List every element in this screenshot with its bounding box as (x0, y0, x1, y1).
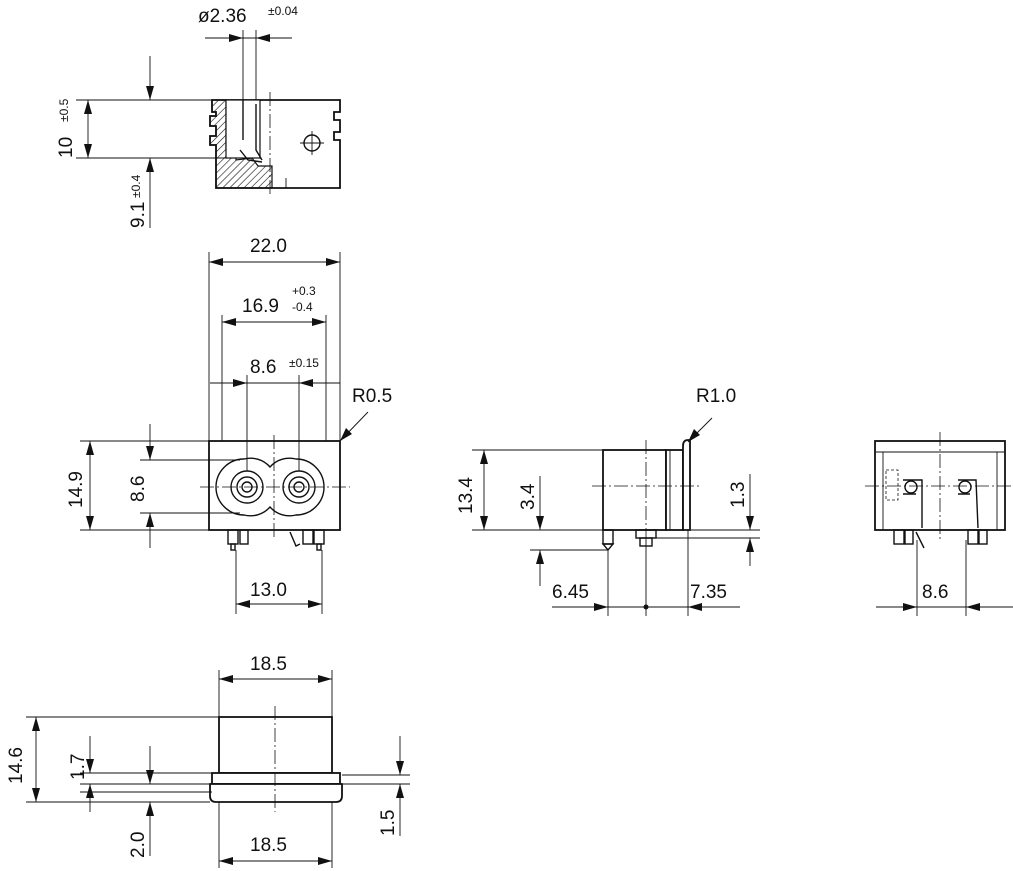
height-149-label: 14.9 (66, 471, 87, 508)
bottom-146-label: 14.6 (6, 747, 27, 784)
width-86-tolerance: ±0.15 (289, 356, 319, 370)
pin-height-value: 9.1 (128, 202, 149, 228)
side-735-label: 7.35 (690, 582, 727, 603)
width-86-value: 8.6 (250, 357, 276, 378)
top-height-value: 10 (56, 137, 77, 158)
radius-10-label: R1.0 (696, 386, 736, 407)
side-view: R1.0 13.4 3.4 1.3 6.45 7.35 (456, 386, 760, 616)
height-86-label: 8.6 (128, 476, 149, 502)
height-13-label: 1.3 (728, 482, 749, 508)
front-view: 22.0 16.9 +0.3 -0.4 8.6 ±0.15 R0.5 14.9 (66, 236, 392, 614)
height-134-label: 13.4 (456, 477, 477, 514)
width-16-tol-minus: -0.4 (292, 300, 313, 314)
pin-height-tolerance: ±0.4 (129, 174, 143, 198)
top-height-tolerance: ±0.5 (57, 98, 71, 122)
diameter-value: ø2.36 (198, 6, 247, 27)
width-16-tol-plus: +0.3 (292, 284, 316, 298)
bottom-185-top-label: 18.5 (250, 654, 287, 675)
side-645-label: 6.45 (552, 582, 589, 603)
width-22-label: 22.0 (250, 236, 287, 257)
top-section-view: ø2.36 ±0.04 10 ±0.5 9.1 ±0.4 (56, 4, 341, 228)
radius-05-label: R0.5 (352, 386, 392, 407)
bottom-15-label: 1.5 (378, 810, 399, 836)
bottom-17-label: 1.7 (68, 754, 89, 780)
rear-view: 8.6 (865, 432, 1013, 616)
rear-86-label: 8.6 (922, 582, 948, 603)
bottom-view: 18.5 14.6 1.7 2.0 1.5 (6, 654, 410, 868)
pin-spacing-label: 13.0 (250, 580, 287, 601)
height-34-label: 3.4 (518, 483, 539, 510)
width-16-value: 16.9 (242, 296, 279, 317)
diameter-tolerance: ±0.04 (268, 4, 298, 18)
bottom-185-bottom-label: 18.5 (250, 835, 287, 856)
bottom-20-label: 2.0 (128, 832, 149, 858)
